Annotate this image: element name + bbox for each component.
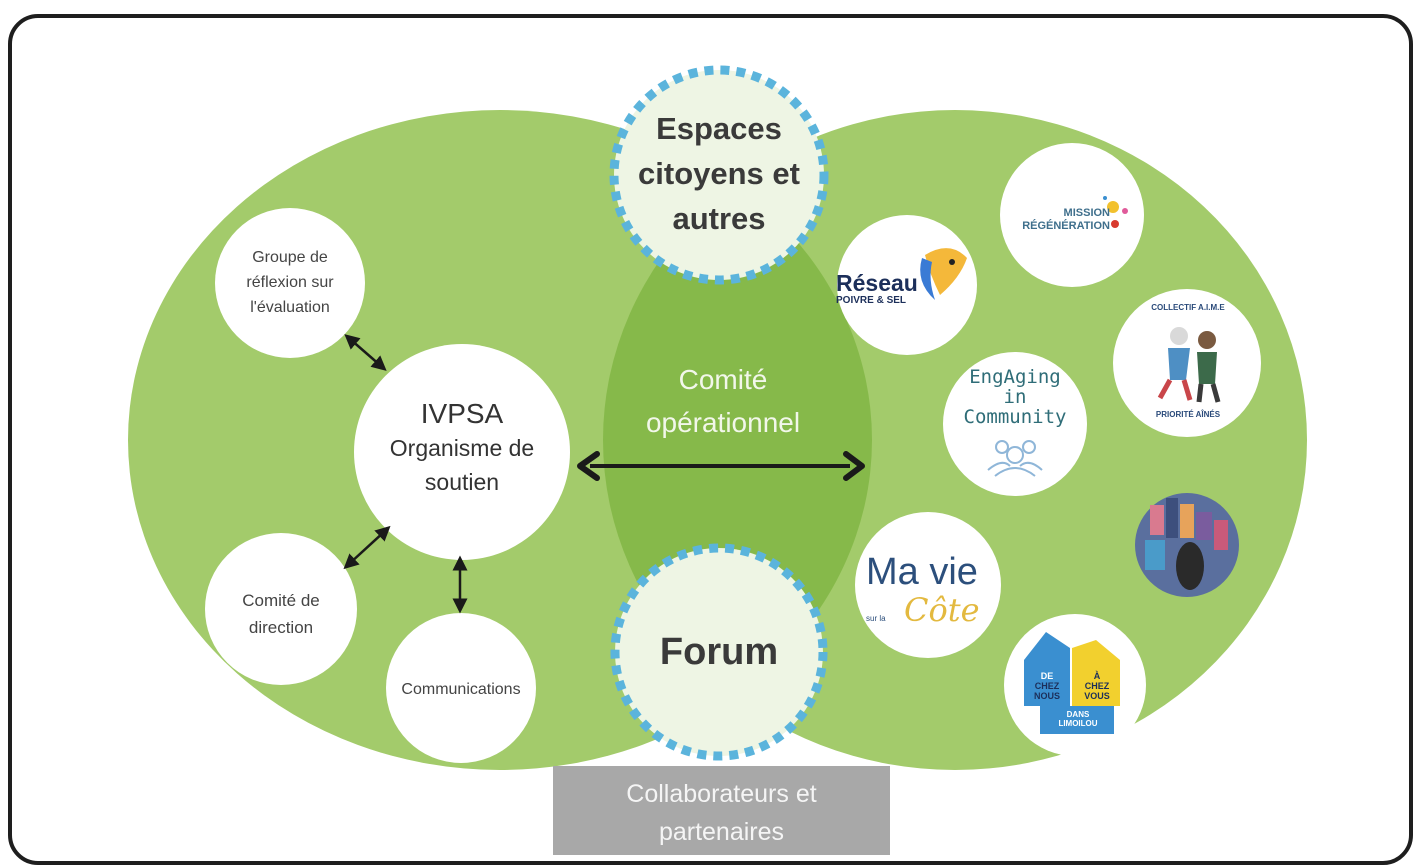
mavie-circle xyxy=(855,512,1001,658)
ivpsa-label: IVPSA Organisme de soutien xyxy=(362,396,562,499)
communications-circle xyxy=(386,613,536,763)
collaborateurs-line2: partenaires xyxy=(658,817,785,846)
ivpsa-circle xyxy=(354,344,570,560)
mavie-line1: Ma vie xyxy=(866,551,978,593)
engaging-line1: EngAging xyxy=(969,366,1061,388)
mission-logo: MISSION RÉGÉNÉRATION xyxy=(1010,207,1110,233)
mission-line1: MISSION xyxy=(1063,207,1110,219)
mavie-script: Côte xyxy=(904,591,980,629)
aime-top: COLLECTIF A.I.M.E xyxy=(1151,303,1225,312)
comite-label: Comité opérationnel xyxy=(613,358,833,445)
groupe-circle xyxy=(215,208,365,358)
espaces-line2: citoyens et xyxy=(638,155,800,191)
reseau-logo: Réseau POIVRE & SEL xyxy=(836,270,946,307)
arrow-ivpsa-partners xyxy=(577,451,865,481)
forum-circle xyxy=(610,543,828,761)
engaging-logo: EngAging in Community xyxy=(950,366,1080,428)
comite-line1: Comité xyxy=(678,364,768,395)
mavie-logo: Ma vie sur la Côte xyxy=(866,553,996,629)
espaces-line3: autres xyxy=(672,200,766,236)
forum-label: Forum xyxy=(659,631,779,673)
chez-left: DE CHEZ NOUS xyxy=(1024,671,1070,702)
chez-right2: CHEZ xyxy=(1084,680,1110,691)
ivpsa-line2: soutien xyxy=(424,468,500,495)
groupe-label: Groupe de réflexion sur l'évaluation xyxy=(215,246,365,320)
chez-bottom1: DANS xyxy=(1066,710,1090,719)
mission-circle xyxy=(1000,143,1144,287)
arrow-ivpsa-groupe xyxy=(344,334,387,371)
espaces-label: Espaces citoyens et autres xyxy=(619,107,819,242)
chez-left1: DE xyxy=(1040,671,1054,681)
artwork-disc xyxy=(1135,493,1239,597)
direction-label: Comité de direction xyxy=(206,587,356,641)
engaging-circle xyxy=(943,352,1087,496)
collaborateurs-box xyxy=(553,766,890,855)
aime-couple-icon xyxy=(1157,327,1221,403)
collaborateurs-line1: Collaborateurs et xyxy=(626,780,817,808)
mission-dots xyxy=(1103,196,1128,228)
direction-line2: direction xyxy=(248,618,314,638)
chez-bottom: DANS LIMOILOU xyxy=(1048,710,1108,729)
collaborateurs-label: Collaborateurs et partenaires xyxy=(553,776,890,851)
reseau-line1: Réseau xyxy=(836,270,918,296)
comite-line2: opérationnel xyxy=(645,407,801,439)
communications-label: Communications xyxy=(401,681,521,698)
ivpsa-title: IVPSA xyxy=(420,398,504,429)
groupe-line2: réflexion sur xyxy=(246,273,334,291)
groupe-line3: l'évaluation xyxy=(250,298,330,316)
espaces-line1: Espaces xyxy=(656,111,782,146)
arrow-ivpsa-direction xyxy=(343,525,391,570)
chez-right3: VOUS xyxy=(1084,690,1110,701)
chez-right: À CHEZ VOUS xyxy=(1074,671,1120,702)
espaces-circle xyxy=(609,65,829,285)
mission-line2: RÉGÉNÉRATION xyxy=(1022,220,1110,233)
reseau-line2: POIVRE & SEL xyxy=(836,295,907,306)
chez-right1: À xyxy=(1093,671,1101,681)
chez-left3: NOUS xyxy=(1033,690,1060,701)
ivpsa-line1: Organisme de xyxy=(389,435,535,462)
engaging-line3: Community xyxy=(963,405,1067,428)
direction-circle xyxy=(205,533,357,685)
engaging-line2: in xyxy=(1003,385,1027,408)
aime-bottom: PRIORITÉ AÎNÉS xyxy=(1155,410,1221,419)
people-icon xyxy=(987,440,1043,477)
mavie-small: sur la xyxy=(866,614,886,623)
chez-bottom2: LIMOILOU xyxy=(1058,718,1098,728)
direction-line1: Comité de xyxy=(242,591,320,610)
groupe-line1: Groupe de xyxy=(252,249,328,266)
chez-houses-icon xyxy=(1024,632,1120,734)
chez-left2: CHEZ xyxy=(1034,680,1060,691)
toucan-icon xyxy=(920,248,967,300)
